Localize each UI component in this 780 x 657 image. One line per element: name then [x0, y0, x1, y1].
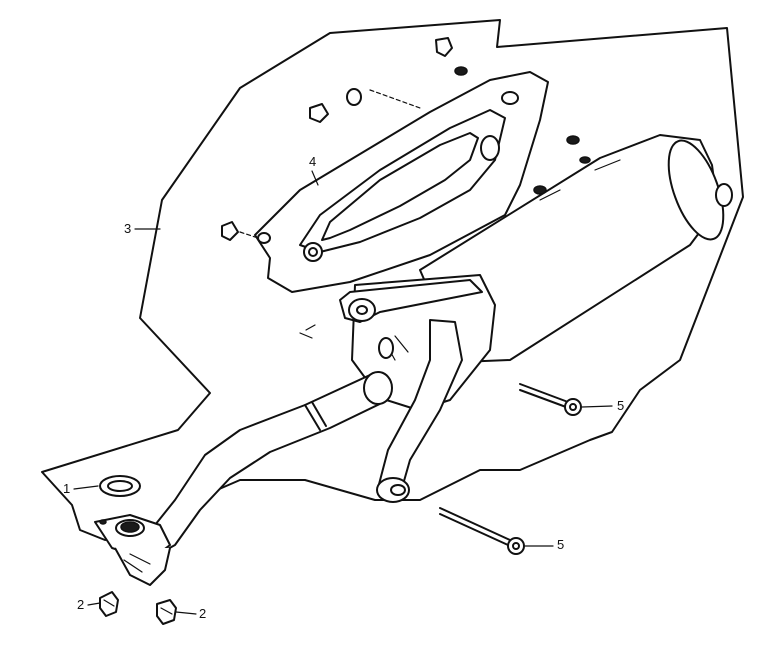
- callout-1: 1: [63, 481, 71, 496]
- callout-5-upper: 5: [617, 398, 625, 413]
- nut-part-2-right: [156, 599, 177, 625]
- callout-5-lower: 5: [557, 537, 565, 552]
- callout-2-left: 2: [77, 597, 85, 612]
- bolt-part-5-lower: [439, 507, 525, 555]
- shield-fasteners: [221, 37, 468, 339]
- gasket-part-1: [99, 475, 141, 497]
- exhaust-pipe: [94, 371, 393, 586]
- nut-part-2-left: [99, 591, 119, 617]
- bolt-part-5-upper: [519, 383, 582, 416]
- callout-2-right: 2: [199, 606, 207, 621]
- heat-shield: [254, 71, 549, 293]
- leader-lines: [73, 89, 613, 615]
- callout-3: 3: [124, 221, 132, 236]
- callout-4: 4: [309, 154, 317, 169]
